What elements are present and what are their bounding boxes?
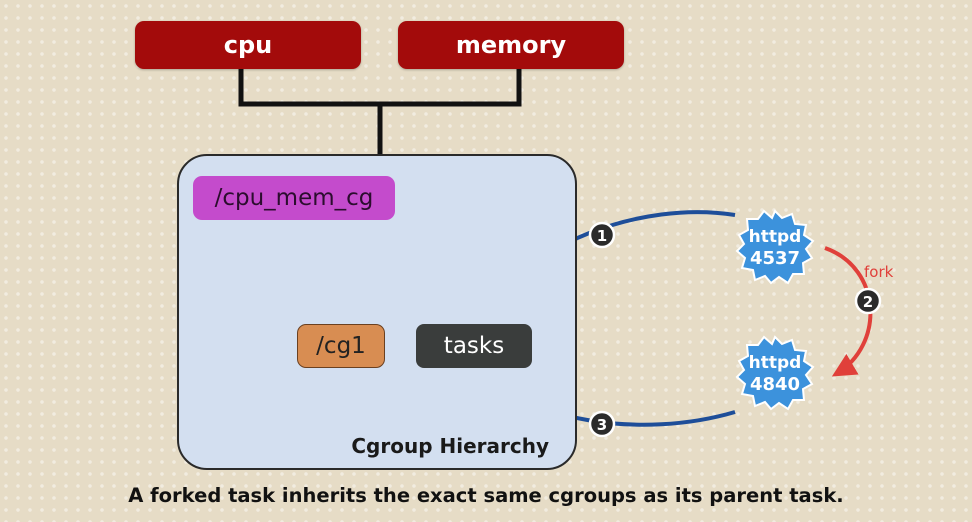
subsystem-memory: memory xyxy=(398,21,624,69)
step-badge-3: 3 xyxy=(588,410,616,438)
step-badge-1: 1 xyxy=(588,221,616,249)
process-parent-name: httpd xyxy=(749,227,802,247)
caption: A forked task inherits the exact same cg… xyxy=(128,484,844,507)
svg-text:2: 2 xyxy=(863,293,873,311)
process-child-pid: 4840 xyxy=(750,374,800,395)
process-badge-child: httpd 4840 xyxy=(736,336,814,410)
cgroup-child-node: /cg1 xyxy=(297,324,385,368)
subsystem-cpu: cpu xyxy=(135,21,361,69)
process-parent-pid: 4537 xyxy=(750,248,800,269)
process-badge-parent: httpd 4537 xyxy=(736,210,814,284)
subsystem-connector xyxy=(238,68,522,154)
process-child-name: httpd xyxy=(749,353,802,373)
hierarchy-label: Cgroup Hierarchy xyxy=(351,434,549,458)
tasks-node: tasks xyxy=(416,324,532,368)
cgroup-root-node: /cpu_mem_cg xyxy=(193,176,395,220)
fork-label: fork xyxy=(864,263,894,281)
svg-text:1: 1 xyxy=(597,227,607,245)
svg-text:3: 3 xyxy=(597,416,607,434)
step-badge-2: 2 xyxy=(854,287,882,315)
